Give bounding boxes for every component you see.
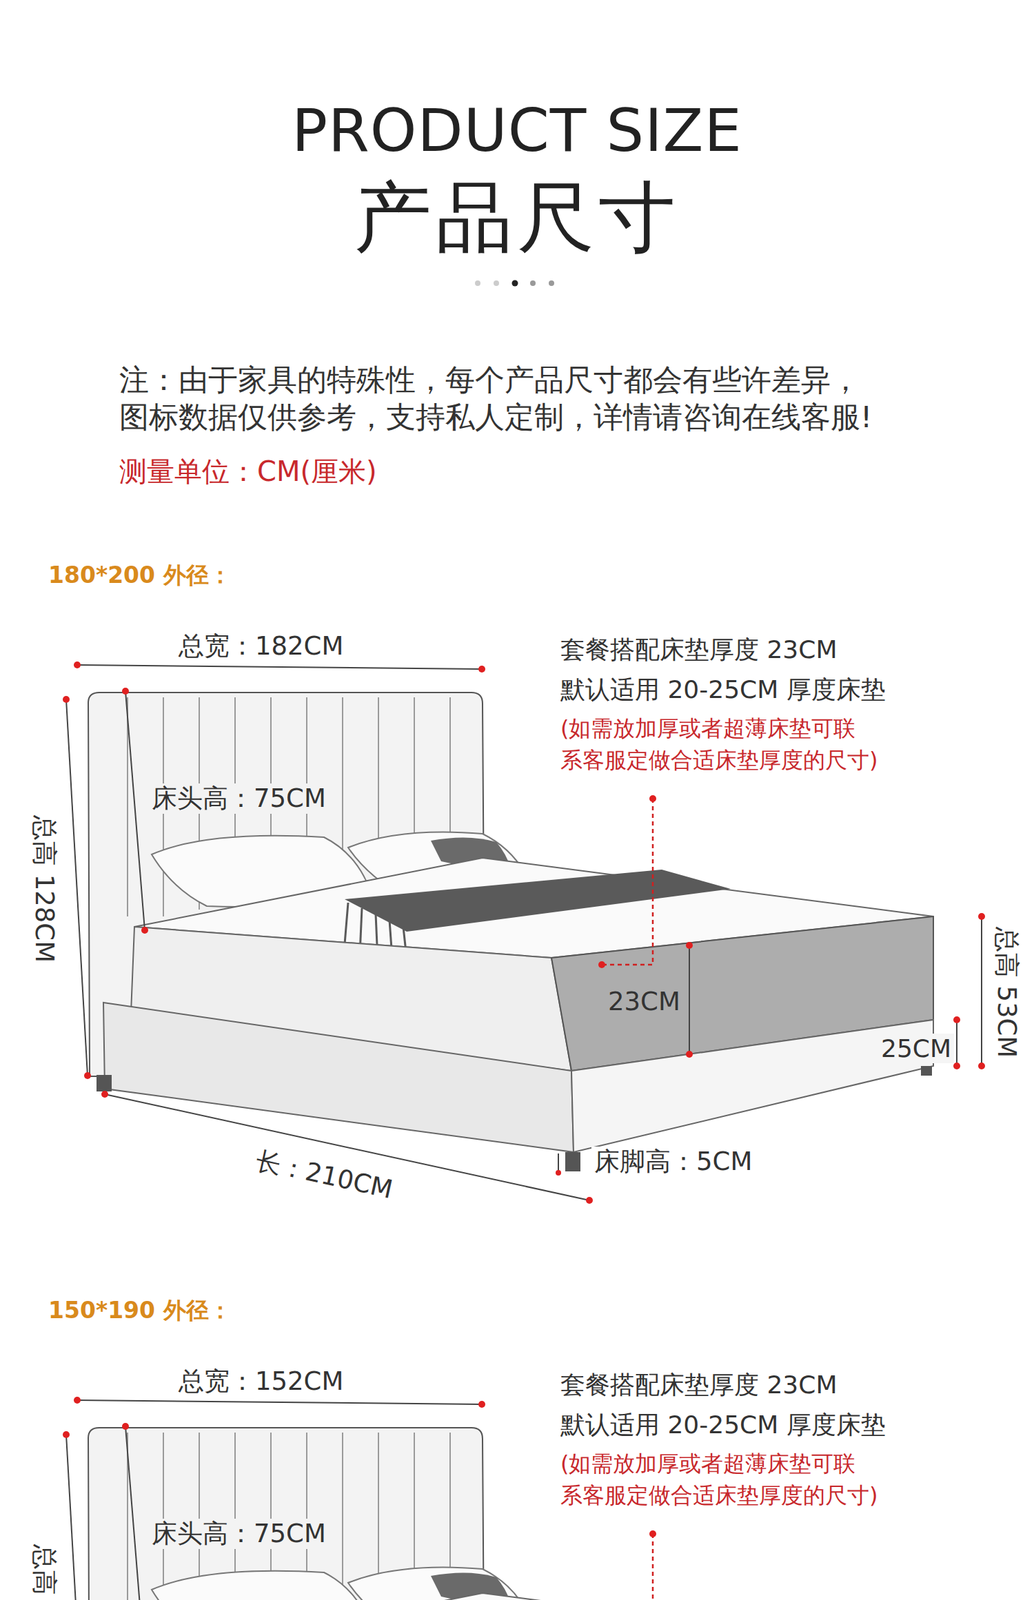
note-text: 注：由于家具的特殊性，每个产品尺寸都会有些许差异，	[119, 362, 861, 399]
dimension-label: 总宽：152CM	[178, 1366, 344, 1398]
spec-text: 默认适用 20-25CM 厚度床垫	[560, 674, 886, 705]
dimension-label: 总宽：182CM	[178, 631, 344, 662]
unit-note: 测量单位：CM(厘米)	[119, 454, 378, 489]
bed-leg	[96, 1075, 112, 1092]
pager-dots	[474, 280, 555, 287]
dimension-label: 25CM	[878, 1034, 955, 1064]
dimension-label: 长：210CM	[250, 1145, 398, 1207]
spec-note: 系客服定做合适床垫厚度的尺寸)	[560, 747, 878, 774]
bed-drawing	[62, 661, 986, 1205]
size-heading: 150*190 外径：	[48, 1297, 232, 1325]
dimension-label: 总高	[28, 1542, 60, 1598]
spec-note: (如需放加厚或者超薄床垫可联	[560, 1451, 856, 1478]
size-heading: 180*200 外径：	[48, 561, 232, 590]
spec-note: 系客服定做合适床垫厚度的尺寸)	[560, 1482, 878, 1509]
heading-en: PRODUCT SIZE	[0, 95, 1034, 167]
dimension-label: 总高 128CM	[28, 813, 60, 966]
dimension-label: 23CM	[605, 987, 684, 1018]
dimension-label: 床头高：75CM	[148, 1519, 329, 1550]
dimension-lines	[66, 665, 982, 1201]
note-text: 图标数据仅供参考，支持私人定制，详情请咨询在线客服!	[119, 399, 873, 436]
bed-leg	[920, 1066, 932, 1077]
dimension-dots	[62, 661, 986, 1205]
spec-note: (如需放加厚或者超薄床垫可联	[560, 715, 856, 742]
leader-line	[601, 798, 653, 966]
dimension-label: 总高 53CM	[991, 925, 1022, 1061]
bed-leg	[565, 1152, 581, 1172]
spec-text: 套餐搭配床垫厚度 23CM	[560, 634, 837, 665]
spec-text: 默认适用 20-25CM 厚度床垫	[560, 1410, 886, 1441]
dimension-label: 床头高：75CM	[148, 783, 329, 815]
dimension-label: 床脚高：5CM	[591, 1147, 755, 1178]
bed-drawing	[62, 1397, 986, 1600]
spec-text: 套餐搭配床垫厚度 23CM	[560, 1370, 837, 1401]
heading-cn: 产品尺寸	[0, 170, 1034, 264]
throw-blanket	[344, 869, 731, 932]
base-side	[103, 1002, 574, 1153]
